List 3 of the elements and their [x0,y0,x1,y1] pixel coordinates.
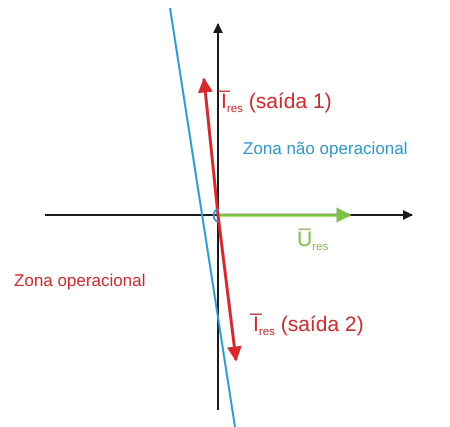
zone-label: Zona não operacional [243,140,408,159]
zone-label: Zona operacional [14,272,146,291]
phasor-label: U̅$_{res}$ [297,228,328,254]
